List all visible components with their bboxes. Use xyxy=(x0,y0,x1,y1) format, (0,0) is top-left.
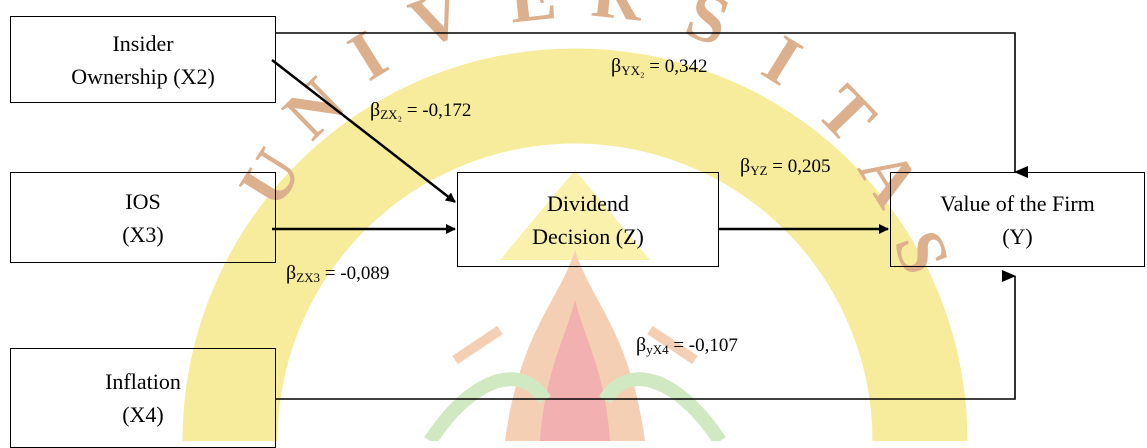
node-x4-line2: (X4) xyxy=(122,402,164,427)
node-z-line2: Decision (Z) xyxy=(532,223,644,249)
coef-zx3-symbol: β xyxy=(286,262,297,284)
coef-yx2: βYX₂ = 0,342 xyxy=(611,55,707,79)
path-x4-to-y xyxy=(276,270,1016,400)
node-y-line2: (Y) xyxy=(1002,223,1033,249)
node-y-line1: Value of the Firm xyxy=(940,190,1095,216)
coef-yx4: βyX4 = -0,107 xyxy=(636,334,738,358)
path-x2-to-z xyxy=(271,59,456,203)
watermark-ring xyxy=(182,48,968,441)
coef-zx3-value: = -0,089 xyxy=(324,263,390,284)
watermark-letter: V xyxy=(400,0,474,64)
node-x2-insider-ownership: Insider Ownership (X2) xyxy=(10,16,276,103)
node-z-dividend-decision: Dividend Decision (Z) xyxy=(457,172,719,267)
coef-yx2-sub: YX₂ xyxy=(621,63,645,78)
node-x3-ios: IOS (X3) xyxy=(10,172,276,263)
node-x2-line2: Ownership (X2) xyxy=(71,63,215,89)
coef-zx2: βZX₂ = -0,172 xyxy=(370,99,471,123)
coef-yx2-symbol: β xyxy=(611,55,622,77)
coef-zx2-symbol: β xyxy=(370,99,381,121)
watermark-letter: I xyxy=(336,16,400,96)
coef-zx3: βZX3 = -0,089 xyxy=(286,262,389,286)
watermark-letter: S xyxy=(676,0,739,62)
coef-yx4-sub: yX4 xyxy=(646,342,669,357)
node-x3-line1: IOS xyxy=(125,188,161,214)
node-x2-line1: Insider xyxy=(112,30,174,56)
paths xyxy=(271,32,1028,400)
coef-yz-sub: YZ xyxy=(750,163,768,178)
coef-zx2-value: = -0,172 xyxy=(406,100,472,121)
node-z-line1: Dividend xyxy=(547,190,629,216)
coef-yx4-value: = -0,107 xyxy=(673,335,738,356)
node-x4-inflation: Inflation (X4) xyxy=(10,348,276,448)
coef-yz-value: = 0,205 xyxy=(772,156,831,177)
watermark-letter: E xyxy=(505,0,559,38)
coef-yx2-value: = 0,342 xyxy=(649,56,708,77)
coef-yx4-symbol: β xyxy=(636,334,647,356)
path-x2-to-y xyxy=(276,32,1028,178)
node-y-value-of-firm: Value of the Firm (Y) xyxy=(890,172,1145,267)
watermark-letter: R xyxy=(588,0,648,37)
coef-zx3-sub: ZX3 xyxy=(296,270,321,285)
node-x4-line1: Inflation xyxy=(105,369,181,394)
coef-yz: βYZ = 0,205 xyxy=(740,155,831,179)
watermark-emblem xyxy=(424,170,726,441)
coef-yz-symbol: β xyxy=(740,155,751,177)
coef-zx2-sub: ZX₂ xyxy=(380,107,403,122)
node-x3-line2: (X3) xyxy=(122,221,164,247)
